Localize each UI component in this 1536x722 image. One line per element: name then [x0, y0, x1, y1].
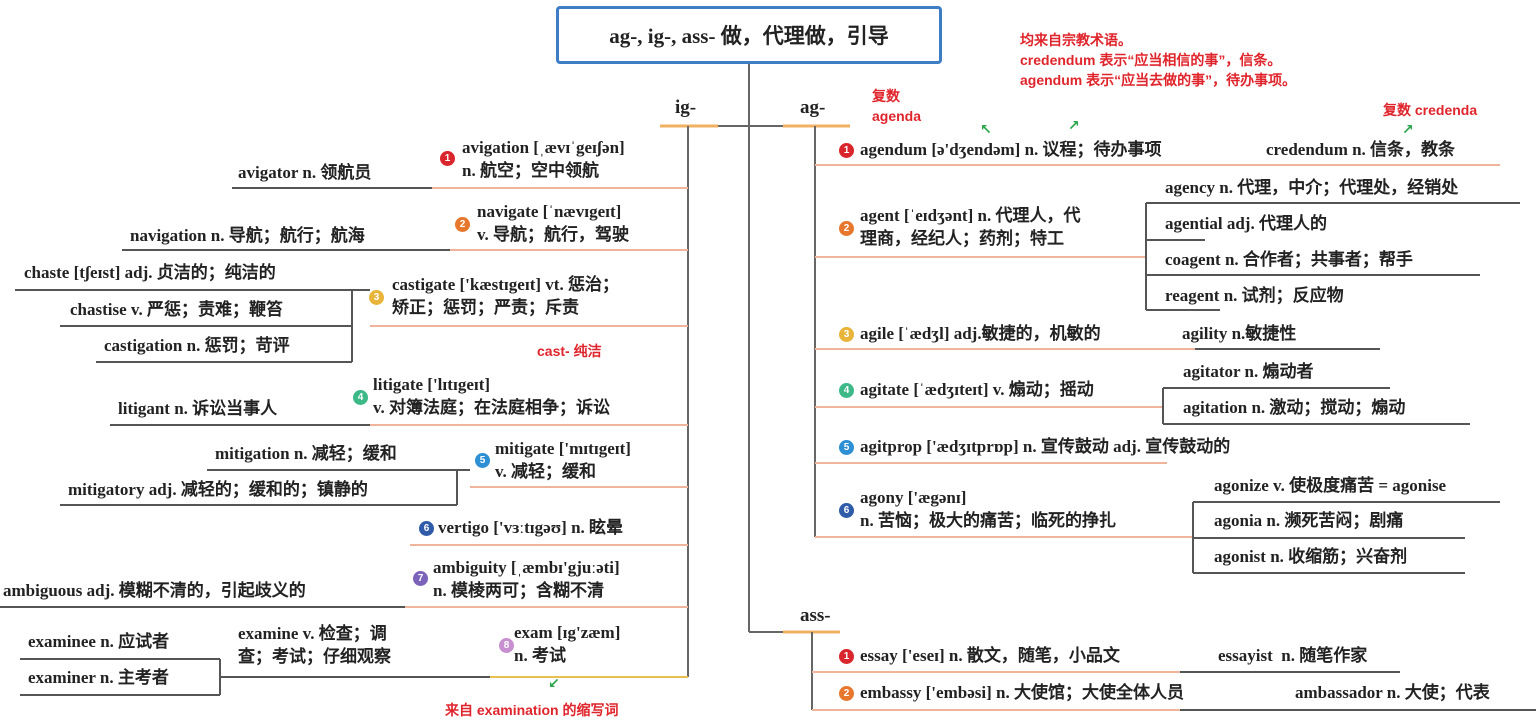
ag-child-word[interactable]: agonize v. 使极度痛苦 = agonise: [1214, 476, 1447, 495]
ig-child-word[interactable]: chaste [tʃeɪst] adj. 贞洁的；纯洁的: [24, 263, 276, 282]
ass-child-word[interactable]: ambassador n. 大使；代表: [1295, 683, 1490, 702]
ag-child-word[interactable]: agonist n. 收缩筋；兴奋剂: [1214, 547, 1408, 566]
number-badge-icon: 3: [369, 290, 384, 305]
ig-child-word[interactable]: mitigatory adj. 减轻的；缓和的；镇静的: [68, 480, 368, 499]
number-badge-icon: 1: [839, 649, 854, 664]
ig-child-word[interactable]: litigant n. 诉讼当事人: [118, 399, 278, 418]
ig-child-word[interactable]: avigator n. 领航员: [238, 163, 372, 182]
annotation-credenda-plural: 复数 credenda: [1383, 102, 1478, 118]
ag-child-word[interactable]: reagent n. 试剂；反应物: [1165, 286, 1344, 305]
number-badge-icon: 3: [839, 327, 854, 342]
annotation-examination: 来自 examination 的缩写词: [445, 702, 619, 718]
ass-item-2[interactable]: embassy ['embəsi] n. 大使馆；大使全体人员: [860, 683, 1184, 702]
number-badge-icon: 2: [839, 686, 854, 701]
branch-label-ig[interactable]: ig-: [675, 97, 697, 118]
green-arrow-icon: ↖: [980, 122, 992, 138]
ag-child-word[interactable]: agitation n. 激动；搅动；煽动: [1183, 398, 1406, 417]
ig-item-5[interactable]: mitigate ['mɪtɪgeɪt] v. 减轻；缓和: [495, 439, 631, 481]
number-badge-icon: 4: [353, 390, 368, 405]
number-badge-icon: 5: [475, 453, 490, 468]
ass-child-word[interactable]: essayist n. 随笔作家: [1218, 646, 1368, 665]
branch-label-ass[interactable]: ass-: [800, 605, 831, 626]
number-badge-icon: 8: [499, 638, 514, 653]
ig-child-word[interactable]: navigation n. 导航；航行；航海: [130, 226, 365, 245]
ag-item-3[interactable]: agile [ˈædʒl] adj.敏捷的，机敏的: [860, 324, 1101, 343]
green-arrow-icon: ↙: [548, 676, 560, 692]
ig-child-word[interactable]: examinee n. 应试者: [28, 632, 170, 651]
branch-label-ag[interactable]: ag-: [800, 97, 826, 118]
number-badge-icon: 5: [839, 440, 854, 455]
ag-child-word[interactable]: agility n.敏捷性: [1182, 324, 1297, 343]
root-node-title[interactable]: ag-, ig-, ass- 做，代理做，引导: [556, 6, 942, 64]
ig-child-word[interactable]: examine v. 检查；调 查；考试；仔细观察: [238, 624, 391, 666]
ig-item-2[interactable]: navigate [ˈnævɪgeɪt] v. 导航；航行，驾驶: [477, 202, 630, 244]
annotation-agenda-plural: 复数 agenda: [872, 88, 922, 124]
ig-item-4[interactable]: litigate ['lɪtɪgeɪt] v. 对簿法庭；在法庭相争；诉讼: [373, 375, 611, 417]
ig-child-word[interactable]: ambiguous adj. 模糊不清的，引起歧义的: [3, 581, 306, 600]
number-badge-icon: 1: [440, 151, 455, 166]
ag-item-6[interactable]: agony ['ægənɪ] n. 苦恼；极大的痛苦；临死的挣扎: [860, 488, 1116, 530]
number-badge-icon: 6: [839, 503, 854, 518]
annotation-religious-terms: 均来自宗教术语。 credendum 表示“应当相信的事”，信条。 agendu…: [1020, 32, 1297, 88]
ag-item-1[interactable]: agendum [ə'dʒendəm] n. 议程；待办事项: [860, 140, 1162, 159]
ag-child-word[interactable]: agential adj. 代理人的: [1165, 214, 1327, 233]
ass-item-1[interactable]: essay ['eseɪ] n. 散文，随笔，小品文: [860, 646, 1120, 665]
ag-child-word[interactable]: coagent n. 合作者；共事者；帮手: [1165, 250, 1413, 269]
number-badge-icon: 2: [455, 217, 470, 232]
ig-item-6[interactable]: vertigo ['vɜːtɪgəʊ] n. 眩晕: [438, 518, 624, 537]
ig-child-word[interactable]: chastise v. 严惩；责难；鞭笞: [70, 300, 283, 319]
annotation-cast: cast- 纯洁: [537, 343, 602, 359]
ag-child-word[interactable]: credendum n. 信条，教条: [1266, 140, 1456, 159]
ig-child-word[interactable]: castigation n. 惩罚；苛评: [104, 336, 290, 355]
ig-child-word[interactable]: examiner n. 主考者: [28, 668, 169, 687]
ag-item-5[interactable]: agitprop ['ædʒɪtprɒp] n. 宣传鼓动 adj. 宣传鼓动的: [860, 437, 1231, 456]
ig-child-word[interactable]: mitigation n. 减轻；缓和: [215, 444, 397, 463]
ag-item-2[interactable]: agent [ˈeɪdʒənt] n. 代理人，代 理商，经纪人；药剂；特工: [860, 206, 1081, 248]
number-badge-icon: 2: [839, 221, 854, 236]
number-badge-icon: 1: [839, 143, 854, 158]
number-badge-icon: 7: [413, 571, 428, 586]
ag-child-word[interactable]: agonia n. 濒死苦闷；剧痛: [1214, 511, 1404, 530]
green-arrow-icon: ↗: [1068, 118, 1080, 134]
ag-item-4[interactable]: agitate [ˈædʒɪteɪt] v. 煽动；摇动: [860, 380, 1094, 399]
number-badge-icon: 4: [839, 383, 854, 398]
ag-child-word[interactable]: agitator n. 煽动者: [1183, 362, 1314, 381]
number-badge-icon: 6: [419, 521, 434, 536]
green-arrow-icon: ↗: [1402, 122, 1414, 138]
ig-item-1[interactable]: avigation [ˌævɪˈgeɪʃən] n. 航空；空中领航: [462, 138, 625, 180]
ig-item-8[interactable]: exam [ɪg'zæm] n. 考试: [514, 623, 621, 665]
ig-item-3[interactable]: castigate ['kæstɪgeɪt] vt. 惩治； 矫正；惩罚；严责；…: [392, 275, 619, 317]
ig-item-7[interactable]: ambiguity [ˌæmbɪ'gjuːəti] n. 模棱两可；含糊不清: [433, 558, 620, 600]
ag-child-word[interactable]: agency n. 代理，中介；代理处，经销处: [1165, 178, 1459, 197]
